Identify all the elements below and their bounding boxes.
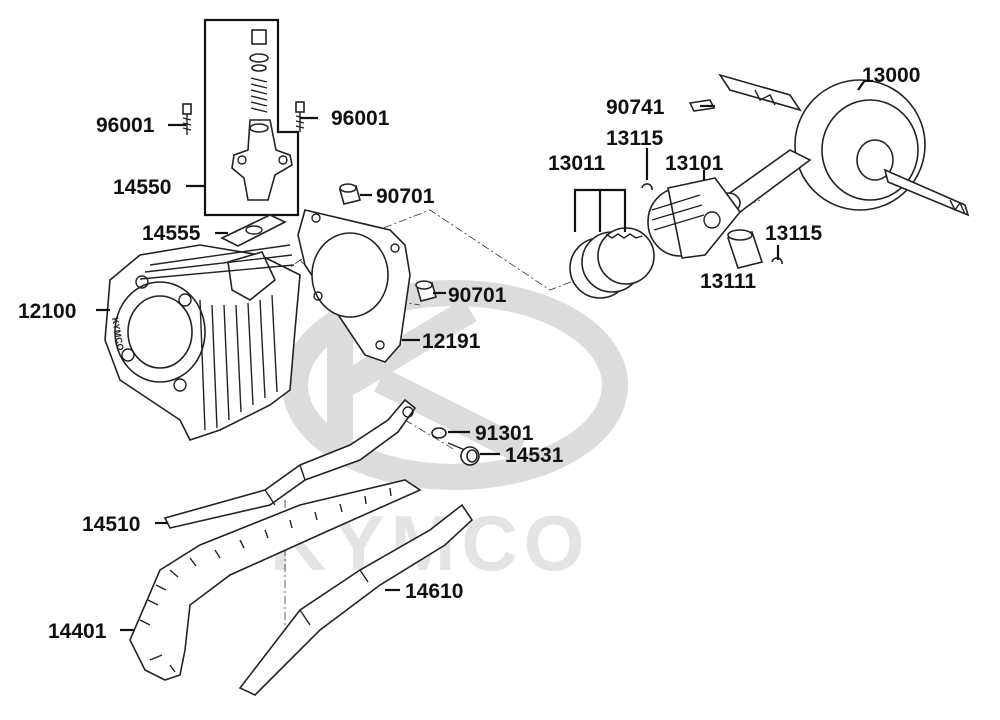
tensioner-body: [231, 119, 293, 201]
crankshaft: [715, 73, 970, 217]
piston: [647, 177, 742, 259]
part-label-13115-right: 13115: [765, 222, 823, 245]
part-label-12100: 12100: [18, 300, 76, 323]
part-label-90701-mid: 90701: [448, 284, 507, 307]
cam-chain: [129, 479, 422, 681]
piston-rings: [569, 227, 655, 299]
part-label-12191: 12191: [422, 330, 481, 353]
part-label-14531: 14531: [505, 444, 564, 467]
leader-lines: [96, 79, 866, 632]
part-label-96001-right: 96001: [331, 107, 390, 130]
dowel-pin-top: [339, 183, 361, 205]
part-label-13000: 13000: [862, 64, 920, 87]
part-label-14401: 14401: [48, 620, 107, 643]
tensioner-cap-bolt: [251, 29, 267, 45]
part-label-90741: 90741: [606, 96, 665, 119]
tensioner-gasket: [220, 214, 287, 247]
tensioner-spring: [250, 77, 268, 113]
part-label-91301: 91301: [475, 422, 534, 445]
part-label-90701-top: 90701: [376, 185, 435, 208]
part-label-13115-top: 13115: [606, 127, 664, 150]
tensioner-group-box: [203, 18, 300, 217]
chain-tensioner-guide: [163, 398, 417, 529]
part-label-13111: 13111: [700, 270, 756, 293]
part-number-labels: 96001 96001 14550 14555 12100 90701 9070…: [18, 64, 920, 643]
tensioner-assembly: [203, 18, 300, 217]
part-label-96001-left: 96001: [96, 114, 155, 137]
piston-pin-clip-top: [641, 183, 653, 191]
cylinder-block: KYMCO: [104, 244, 301, 441]
pivot-bolt-14531: [447, 442, 480, 466]
part-label-13101: 13101: [665, 152, 724, 175]
part-label-14610: 14610: [405, 580, 463, 603]
dowel-pin-mid: [415, 280, 437, 302]
o-ring-91301: [431, 427, 447, 439]
bolt-96001-left: [182, 103, 192, 135]
part-label-13011: 13011: [548, 152, 606, 175]
piston-pin: [726, 229, 764, 269]
part-label-14510: 14510: [82, 513, 140, 536]
part-label-14555: 14555: [142, 222, 201, 245]
cylinder-gasket: [297, 209, 411, 363]
chain-guide-fixed: [238, 503, 474, 696]
part-label-14550: 14550: [113, 176, 171, 199]
